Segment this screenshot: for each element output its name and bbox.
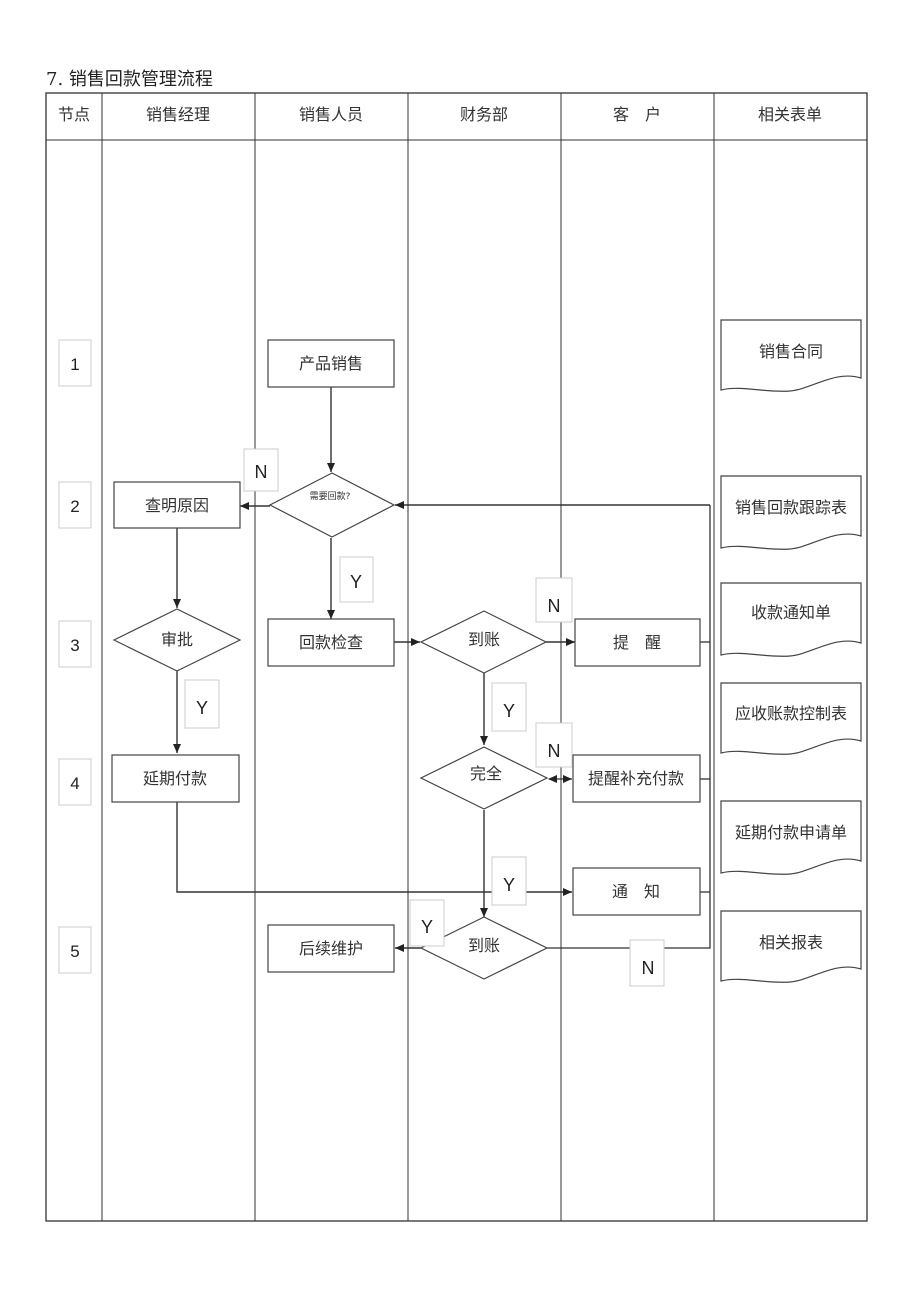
svg-text:N: N — [548, 741, 561, 761]
node-number-3: 3 — [58, 620, 92, 668]
column-header-forms: 相关表单 — [758, 105, 822, 124]
svg-text:提醒补充付款: 提醒补充付款 — [588, 769, 684, 788]
column-header-sales-staff: 销售人员 — [299, 105, 363, 124]
svg-text:通 知: 通 知 — [612, 882, 660, 901]
label-y-need: Y — [339, 556, 374, 603]
svg-text:后续维护: 后续维护 — [299, 939, 363, 958]
diamond-complete: 完全 — [419, 746, 549, 810]
svg-text:完全: 完全 — [470, 764, 502, 783]
column-header-node: 节点 — [58, 105, 90, 124]
box-notify: 通 知 — [572, 867, 701, 916]
node-number-1: 1 — [58, 339, 92, 387]
svg-text:4: 4 — [70, 774, 79, 793]
svg-text:Y: Y — [503, 875, 515, 895]
connectors — [173, 387, 711, 952]
svg-text:3: 3 — [70, 636, 79, 655]
svg-text:产品销售: 产品销售 — [299, 354, 363, 373]
form-related-reports: 相关报表 — [720, 910, 862, 983]
box-follow-up: 后续维护 — [267, 924, 395, 973]
svg-text:审批: 审批 — [161, 630, 193, 649]
arrow-delay-to-notify — [176, 802, 572, 896]
column-header-customer: 客 户 — [613, 105, 661, 124]
svg-text:提 醒: 提 醒 — [613, 633, 661, 652]
swimlane-table — [45, 92, 868, 1222]
svg-text:应收账款控制表: 应收账款控制表 — [735, 704, 847, 723]
label-n-complete: N — [535, 722, 573, 768]
form-delay-application: 延期付款申请单 — [720, 800, 862, 875]
node-number-2: 2 — [58, 481, 92, 529]
page-title: 7. 销售回款管理流程 — [46, 69, 213, 90]
svg-text:销售回款跟踪表: 销售回款跟踪表 — [735, 498, 847, 517]
svg-text:收款通知单: 收款通知单 — [751, 603, 831, 622]
loop-line-arrive2-n — [547, 505, 711, 949]
label-n-arrive1: N — [535, 577, 573, 623]
svg-text:回款检查: 回款检查 — [299, 633, 363, 652]
svg-text:2: 2 — [70, 497, 79, 516]
svg-text:1: 1 — [70, 355, 79, 374]
svg-text:Y: Y — [503, 701, 515, 721]
label-y-approve: Y — [184, 679, 220, 729]
svg-text:N: N — [548, 596, 561, 616]
form-payment-tracking: 销售回款跟踪表 — [720, 475, 862, 550]
svg-text:Y: Y — [421, 917, 433, 937]
svg-text:Y: Y — [196, 698, 208, 718]
svg-text:延期付款: 延期付款 — [143, 769, 207, 788]
svg-text:到账: 到账 — [468, 936, 500, 955]
box-delay-payment: 延期付款 — [111, 754, 240, 803]
form-receipt-notice: 收款通知单 — [720, 582, 862, 657]
box-payment-check: 回款检查 — [267, 618, 395, 667]
diamond-arrived-1: 到账 — [419, 610, 548, 674]
svg-text:到账: 到账 — [468, 630, 500, 649]
label-y-complete: Y — [491, 856, 527, 906]
box-remind-supplement: 提醒补充付款 — [572, 754, 701, 803]
column-header-finance: 财务部 — [460, 105, 508, 124]
svg-text:Y: Y — [350, 572, 362, 592]
label-y-arrive1: Y — [491, 682, 527, 732]
svg-text:需要回款?: 需要回款? — [310, 490, 351, 502]
form-receivables-control: 应收账款控制表 — [720, 682, 862, 755]
node-number-4: 4 — [58, 758, 92, 806]
box-find-reason: 查明原因 — [113, 481, 241, 529]
svg-text:N: N — [642, 958, 655, 978]
diamond-approve: 审批 — [112, 608, 242, 672]
svg-text:5: 5 — [70, 942, 79, 961]
label-n-need: N — [243, 448, 279, 492]
label-n-arrive2: N — [629, 939, 665, 987]
svg-text:N: N — [255, 462, 268, 482]
form-sales-contract: 销售合同 — [720, 319, 862, 392]
svg-text:查明原因: 查明原因 — [145, 496, 209, 515]
column-header-sales-manager: 销售经理 — [146, 105, 210, 124]
label-y-arrive2: Y — [409, 899, 445, 947]
diamond-need-payment: 需要回款? — [268, 472, 396, 538]
svg-text:延期付款申请单: 延期付款申请单 — [735, 823, 847, 842]
node-number-5: 5 — [58, 926, 92, 974]
box-product-sale: 产品销售 — [267, 339, 395, 388]
box-remind: 提 醒 — [574, 618, 701, 667]
svg-text:销售合同: 销售合同 — [759, 342, 823, 361]
svg-text:相关报表: 相关报表 — [759, 933, 823, 952]
